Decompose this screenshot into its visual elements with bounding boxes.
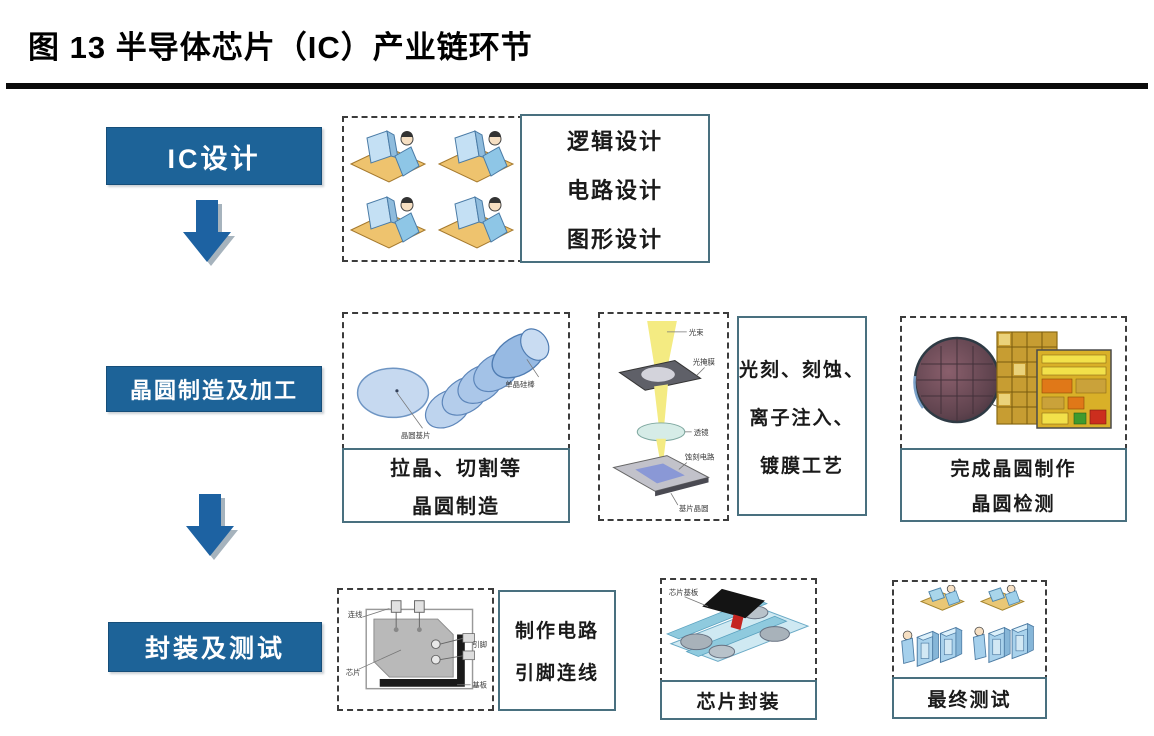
figure-title: 图 13 半导体芯片（IC）产业链环节 xyxy=(28,30,533,65)
down-arrow-icon xyxy=(186,494,238,560)
assemble-caption-box: 芯片封装 xyxy=(660,680,817,720)
design-item-logic: 逻辑设计 xyxy=(566,128,663,154)
test-caption: 最终测试 xyxy=(927,689,1012,711)
litho-lens-label: 透镜 xyxy=(693,426,708,436)
ingot-rod-label: 单晶硅棒 xyxy=(505,380,535,389)
litho-substrate-label: 基片晶圆 xyxy=(678,503,708,513)
chip-package-illustration: 芯片基板 xyxy=(665,588,810,662)
bond-caption-box: 制作电路 引脚连线 xyxy=(498,590,616,711)
wafer-inspect-illustration-box xyxy=(900,316,1127,450)
inspect-caption-line1: 完成晶圆制作 xyxy=(950,459,1077,480)
litho-process-line2: 离子注入、 xyxy=(749,407,855,429)
assemble-caption: 芯片封装 xyxy=(696,691,781,713)
stage-box-package-test: 封装及测试 xyxy=(108,622,322,672)
inspect-caption-box: 完成晶圆制作 晶圆检测 xyxy=(900,448,1127,522)
design-item-circuit: 电路设计 xyxy=(566,177,663,203)
lithography-illustration: 光束 光掩膜 透镜 蚀刻电路 基片晶圆 xyxy=(611,320,715,513)
test-illustration-box xyxy=(892,580,1047,681)
stage-label-package-test: 封装及测试 xyxy=(144,635,285,663)
litho-process-box: 光刻、刻蚀、 离子注入、 镀膜工艺 xyxy=(737,316,867,516)
litho-mask-label: 光掩膜 xyxy=(692,356,715,366)
ingot-caption-box: 拉晶、切割等 晶圆制造 xyxy=(342,448,570,523)
litho-beam-label: 光束 xyxy=(688,326,703,336)
design-item-layout: 图形设计 xyxy=(566,226,663,252)
litho-process-line1: 光刻、刻蚀、 xyxy=(739,359,866,381)
finished-wafer-illustration xyxy=(913,331,1112,429)
ingot-illustration-box: 单晶硅棒 晶圆基片 xyxy=(342,312,570,450)
final-test-illustration xyxy=(897,585,1042,676)
design-items-box: 逻辑设计 电路设计 图形设计 xyxy=(520,114,710,263)
stage-label-wafer-fab: 晶圆制造及加工 xyxy=(129,378,298,403)
designers-illustration xyxy=(350,130,514,249)
ingot-wafer-label: 晶圆基片 xyxy=(401,431,431,440)
inspect-caption-line2: 晶圆检测 xyxy=(971,494,1056,515)
down-arrow-icon xyxy=(183,200,235,266)
silicon-ingot-illustration: 单晶硅棒 晶圆基片 xyxy=(356,328,550,440)
wire-bonding-illustration: 连线 芯片 引脚 基板 xyxy=(346,599,488,689)
stage-box-ic-design: IC设计 xyxy=(106,127,322,185)
stage-label-ic-design: IC设计 xyxy=(167,143,261,174)
bond-illustration-box: 连线 芯片 引脚 基板 xyxy=(337,588,494,711)
test-caption-box: 最终测试 xyxy=(892,677,1047,719)
bond-pin-label: 引脚 xyxy=(473,640,488,649)
litho-etch-label: 蚀刻电路 xyxy=(684,451,714,461)
lithography-illustration-box: 光束 光掩膜 透镜 蚀刻电路 基片晶圆 xyxy=(598,312,729,521)
design-illustration-box xyxy=(342,116,524,262)
title-underline xyxy=(6,83,1148,89)
bond-wire-label: 连线 xyxy=(348,610,363,619)
litho-process-line3: 镀膜工艺 xyxy=(759,455,844,477)
bond-caption-line2: 引脚连线 xyxy=(514,663,599,684)
bond-caption-line1: 制作电路 xyxy=(514,621,599,642)
assemble-illustration-box: 芯片基板 xyxy=(660,578,817,684)
bond-die-label: 芯片 xyxy=(346,668,361,677)
stage-box-wafer-fab: 晶圆制造及加工 xyxy=(106,366,322,412)
ingot-caption-line2: 晶圆制造 xyxy=(412,496,500,518)
bond-base-label: 基板 xyxy=(473,680,488,689)
ingot-caption-line1: 拉晶、切割等 xyxy=(390,458,522,480)
assemble-substrate-label: 芯片基板 xyxy=(669,588,699,597)
